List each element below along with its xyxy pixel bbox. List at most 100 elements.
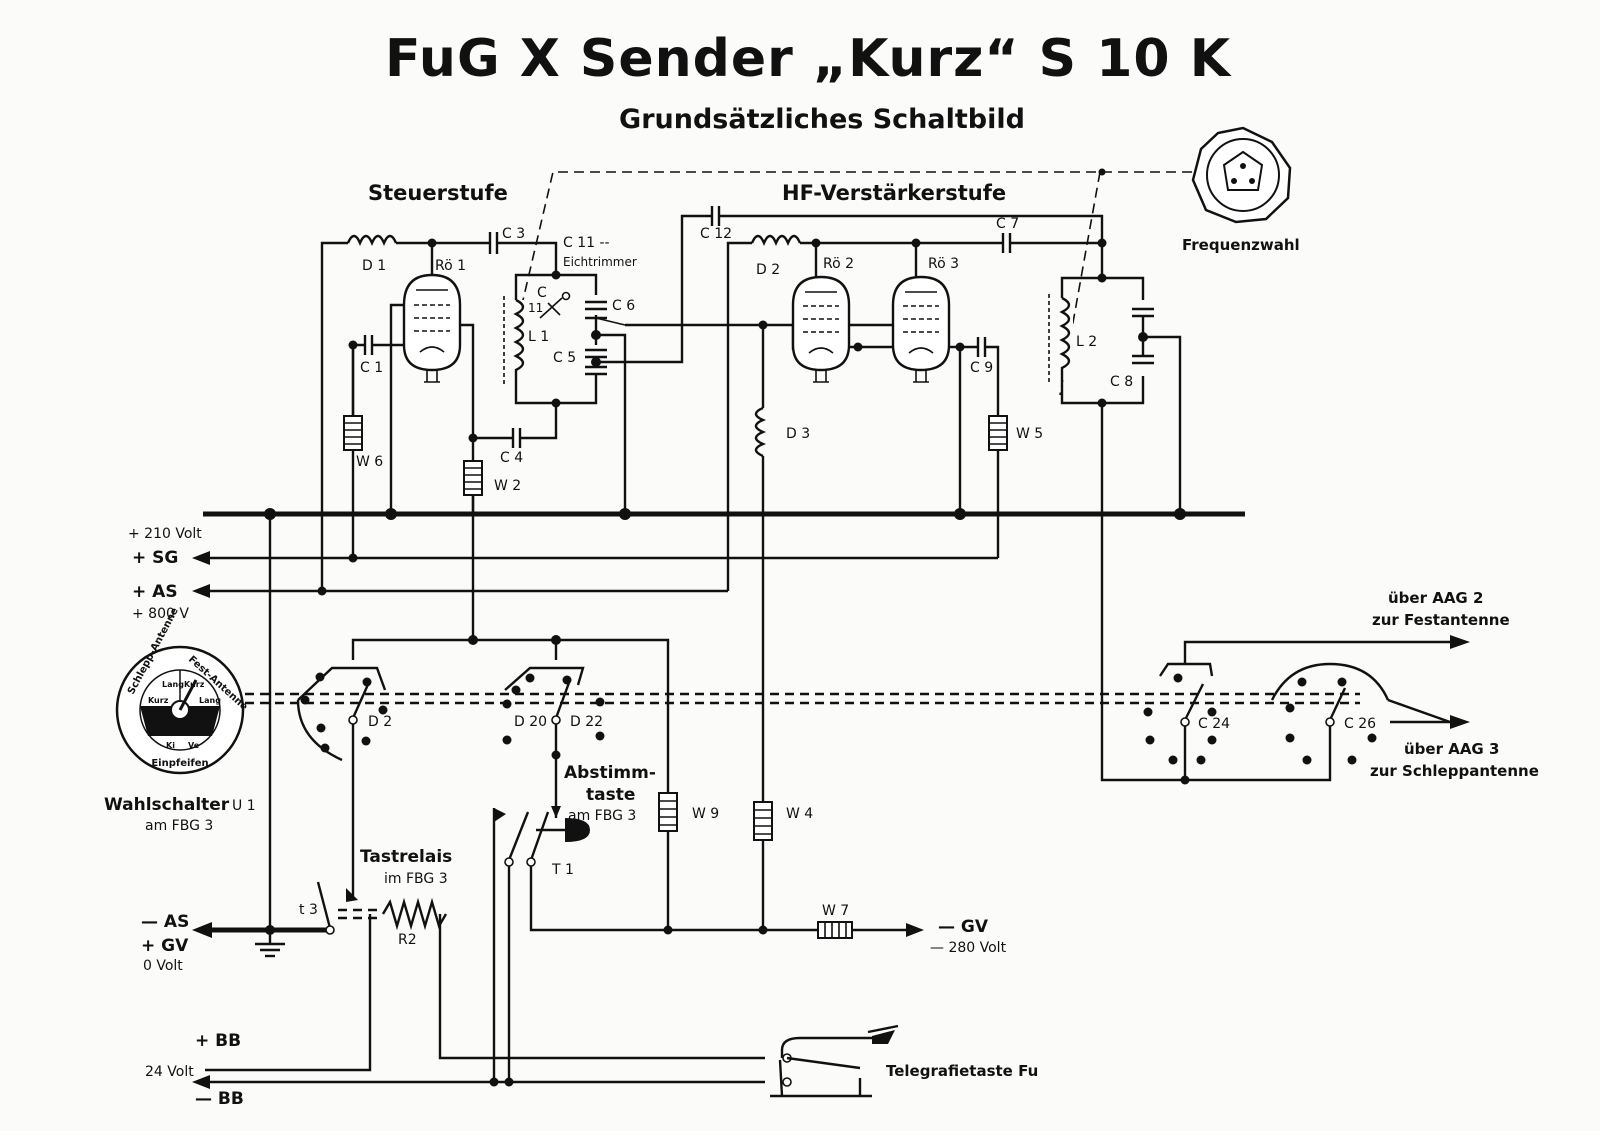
wire-as-d2 (726, 241, 752, 591)
junction-dot (1097, 273, 1107, 283)
wire-steuer-to-hf-grid (625, 323, 795, 350)
label-u1: U 1 (232, 798, 256, 814)
label-24-volt: 24 Volt (145, 1064, 194, 1080)
label-800-v: + 800 V (132, 606, 189, 622)
capacitor-c12-icon (710, 206, 721, 226)
capacitor-c7-icon (1001, 233, 1012, 253)
label-eichtrimmer: Eichtrimmer (563, 255, 637, 269)
switch-d20-d22-icon (502, 666, 605, 760)
sg-arrow-icon (192, 551, 210, 565)
tube-roe1-icon (402, 273, 462, 372)
diagram-subtitle: Grundsätzliches Schaltbild (619, 104, 1025, 135)
resistor-w6-icon (343, 415, 363, 451)
resistor-w5-icon (988, 415, 1008, 451)
capacitor-c6-icon (585, 295, 607, 320)
wire-switch-feed (351, 638, 670, 793)
junction-dot (551, 270, 561, 280)
label-roe3: Rö 3 (928, 256, 959, 272)
section-hf-verstaerker: HF-Verstärkerstufe (782, 181, 1006, 205)
label-280-volt: — 280 Volt (930, 940, 1007, 956)
capacitor-c9-icon (976, 337, 987, 357)
resistor-w2-icon (463, 460, 483, 496)
abstimmtaste-button-icon[interactable] (494, 808, 590, 867)
label-d2: D 2 (756, 262, 780, 278)
junction-dot (1098, 168, 1106, 176)
telegrafietaste-key-icon[interactable] (770, 1024, 899, 1098)
wire-roe1-grid-bus (389, 303, 404, 514)
junction-dot (504, 1077, 514, 1087)
label-w5: W 5 (1016, 426, 1043, 442)
dial-lang-1: Lang (162, 680, 184, 689)
label-w6: W 6 (356, 454, 383, 470)
label-wahlschalter-fbg3: am FBG 3 (145, 818, 213, 834)
label-wahlschalter: Wahlschalter (104, 795, 230, 815)
resistor-w6-hatch (344, 422, 362, 445)
wire-relay-bb-plus (205, 914, 372, 1072)
frequenzwahl-link-steuer (515, 171, 1192, 331)
as-minus-arrow-icon (192, 922, 212, 938)
label-w9: W 9 (692, 806, 719, 822)
label-c7: C 7 (996, 216, 1019, 232)
label-gv-minus: — GV (938, 917, 989, 937)
wire-tank-antenna (1100, 403, 1332, 782)
label-c1: C 1 (360, 360, 383, 376)
label-gv-plus: + GV (141, 936, 189, 956)
label-abstimm-1: Abstimm- (564, 763, 656, 783)
junction-dot (1097, 238, 1107, 248)
coil-d1-icon (346, 234, 398, 247)
bb-arrow-icon (192, 1075, 210, 1089)
coil-d3-icon (754, 406, 767, 458)
label-d3: D 3 (786, 426, 810, 442)
frequenzwahl-link-hf (1059, 171, 1101, 396)
dial-kurz-1: Kurz (184, 680, 205, 689)
capacitor-c4-icon (511, 428, 522, 448)
label-c6: C 6 (612, 298, 635, 314)
ground-icon (255, 930, 285, 958)
wire-schleppantenne (1387, 698, 1451, 724)
junction-dot (551, 398, 561, 408)
diagram-title: FuG X Sender „Kurz“ S 10 K (385, 29, 1232, 89)
resistor-w7-icon (817, 921, 853, 939)
switch-c24-icon (1143, 662, 1217, 765)
dial-ve: Ve (188, 741, 200, 750)
tastrelais-coil-icon (381, 897, 448, 931)
tube-roe1-base (424, 370, 440, 383)
label-c4: C 4 (500, 450, 523, 466)
wire-c6-link (595, 317, 626, 326)
label-frequenzwahl: Frequenzwahl (1182, 236, 1300, 254)
junction-dot (489, 1077, 499, 1087)
wahlschalter-u1-dial-icon[interactable] (115, 645, 245, 775)
capacitor-c1-icon (363, 335, 374, 355)
label-c-small: C (537, 285, 547, 301)
wahlschalter-shaft (245, 692, 1360, 705)
wire-abstimm-bb (492, 808, 511, 1082)
wire-festantenne (1183, 640, 1450, 664)
label-w7: W 7 (822, 903, 849, 919)
label-aag2-2: zur Festantenne (1372, 611, 1510, 629)
capacitor-c3-icon (488, 232, 499, 254)
label-switch-d22: D 22 (570, 714, 603, 730)
label-bb-plus: + BB (195, 1031, 241, 1051)
dial-kurz-2: Kurz (148, 696, 169, 705)
label-c8: C 8 (1110, 374, 1133, 390)
label-bb-minus: — BB (195, 1089, 244, 1109)
dial-lang-2: Lang (199, 696, 221, 705)
label-switch-d20: D 20 (514, 714, 547, 730)
resistor-w4-hatch (754, 809, 772, 835)
label-c5: C 5 (553, 350, 576, 366)
wire-c12-output (719, 214, 1104, 278)
label-telegrafietaste: Telegrafietaste Fu (886, 1062, 1038, 1080)
label-roe1: Rö 1 (435, 258, 466, 274)
coil-l2-icon (1048, 294, 1073, 385)
junction-dot (853, 342, 863, 352)
label-switch-d2: D 2 (368, 714, 392, 730)
wire-c4-tank (520, 403, 558, 440)
resistor-w2-hatch (464, 467, 482, 490)
resistor-w5-hatch (989, 422, 1007, 445)
label-as-minus: — AS (141, 912, 189, 932)
label-w4: W 4 (786, 806, 813, 822)
label-abstimm-2: taste (586, 785, 635, 805)
wire-w9-w4-gv (666, 831, 765, 930)
wire-c5-bus (596, 333, 627, 514)
label-t3: t 3 (299, 902, 318, 918)
